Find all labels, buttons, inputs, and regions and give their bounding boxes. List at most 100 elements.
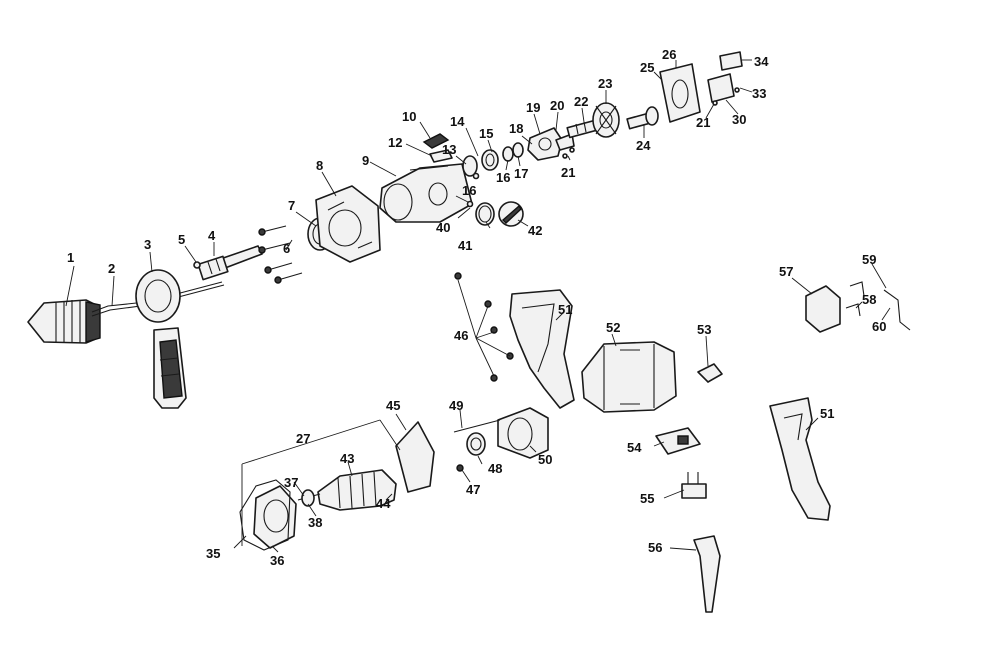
part-chuck bbox=[27, 299, 101, 344]
part-ring-41 bbox=[475, 202, 495, 226]
part-gear-box-cover-36 bbox=[253, 485, 297, 549]
label-21-right: 21 bbox=[696, 115, 710, 130]
part-clip-34 bbox=[719, 51, 743, 71]
label-56: 56 bbox=[648, 540, 662, 555]
label-55: 55 bbox=[640, 491, 654, 506]
part-carbon-brush-53 bbox=[697, 363, 723, 383]
parts-screws-46 bbox=[454, 272, 514, 382]
label-24: 24 bbox=[636, 138, 651, 153]
label-34: 34 bbox=[754, 54, 769, 69]
part-switch-54 bbox=[655, 427, 701, 455]
part-handle-half-51b bbox=[769, 397, 831, 521]
label-46: 46 bbox=[454, 328, 468, 343]
part-motor-housing-52 bbox=[581, 341, 677, 413]
label-30: 30 bbox=[732, 112, 746, 127]
label-16-upper: 16 bbox=[496, 170, 510, 185]
label-13: 13 bbox=[442, 142, 456, 157]
part-bearing-48 bbox=[466, 432, 486, 456]
parts-pins-21 bbox=[562, 87, 740, 159]
label-36: 36 bbox=[270, 553, 284, 568]
part-fan-baffle-45 bbox=[395, 421, 435, 493]
label-9: 9 bbox=[362, 153, 369, 168]
label-16-lower: 16 bbox=[462, 183, 476, 198]
label-40: 40 bbox=[436, 220, 450, 235]
label-41: 41 bbox=[458, 238, 472, 253]
label-17: 17 bbox=[514, 166, 528, 181]
label-49: 49 bbox=[449, 398, 463, 413]
part-gear-23 bbox=[592, 102, 620, 138]
label-43: 43 bbox=[340, 451, 354, 466]
part-side-handle bbox=[135, 269, 187, 409]
part-pinion-24 bbox=[626, 106, 659, 130]
label-18: 18 bbox=[509, 121, 523, 136]
label-25: 25 bbox=[640, 60, 654, 75]
parts-rings-13-17 bbox=[462, 142, 524, 180]
part-plate-12 bbox=[429, 149, 453, 163]
label-5: 5 bbox=[178, 232, 185, 247]
part-shaft-22 bbox=[566, 119, 598, 139]
label-19: 19 bbox=[526, 100, 540, 115]
label-42: 42 bbox=[528, 223, 542, 238]
label-8: 8 bbox=[316, 158, 323, 173]
part-bracket-30 bbox=[707, 73, 735, 103]
label-20: 20 bbox=[550, 98, 564, 113]
part-cord-56 bbox=[693, 535, 721, 613]
label-35: 35 bbox=[206, 546, 220, 561]
label-21-left: 21 bbox=[561, 165, 575, 180]
label-48: 48 bbox=[488, 461, 502, 476]
label-27: 27 bbox=[296, 431, 310, 446]
label-37: 37 bbox=[284, 475, 298, 490]
part-screws-6 bbox=[258, 225, 303, 284]
label-2: 2 bbox=[108, 261, 115, 276]
label-58: 58 bbox=[862, 292, 876, 307]
label-22: 22 bbox=[574, 94, 588, 109]
part-screw-49 bbox=[453, 419, 501, 433]
part-front-cover-8 bbox=[315, 185, 381, 263]
part-small-ball-40 bbox=[466, 200, 474, 208]
label-50: 50 bbox=[538, 452, 552, 467]
part-knob-42 bbox=[498, 201, 524, 227]
part-stator-50 bbox=[497, 407, 549, 459]
label-60: 60 bbox=[872, 319, 886, 334]
label-51-right: 51 bbox=[820, 406, 834, 421]
part-armature-43 bbox=[297, 469, 397, 511]
part-gasket-35 bbox=[239, 479, 291, 551]
label-44: 44 bbox=[376, 496, 391, 511]
label-12: 12 bbox=[388, 135, 402, 150]
part-plate-26 bbox=[659, 63, 701, 123]
label-47: 47 bbox=[466, 482, 480, 497]
part-spindle bbox=[197, 245, 263, 281]
part-lever-10 bbox=[422, 133, 450, 149]
label-57: 57 bbox=[779, 264, 793, 279]
label-10: 10 bbox=[402, 109, 416, 124]
parts-contacts-58-60 bbox=[845, 281, 911, 331]
label-51-left: 51 bbox=[558, 302, 572, 317]
part-gear-housing-9 bbox=[379, 163, 473, 223]
label-3: 3 bbox=[144, 237, 151, 252]
part-handle-half-51 bbox=[509, 289, 575, 409]
label-1: 1 bbox=[67, 250, 74, 265]
label-14: 14 bbox=[450, 114, 465, 129]
label-59: 59 bbox=[862, 252, 876, 267]
label-7: 7 bbox=[288, 198, 295, 213]
label-4: 4 bbox=[208, 228, 216, 243]
part-electronic-module-57 bbox=[805, 285, 841, 333]
part-capacitor-55 bbox=[681, 472, 707, 499]
part-screw-47 bbox=[456, 464, 464, 472]
label-33: 33 bbox=[752, 86, 766, 101]
part-number-labels: 1 2 3 5 4 6 7 8 9 10 12 13 14 15 16 16 1… bbox=[67, 47, 886, 568]
part-bearing-38 bbox=[301, 489, 315, 507]
label-53: 53 bbox=[697, 322, 711, 337]
part-depth-rod bbox=[91, 281, 225, 317]
leader-lines bbox=[65, 59, 891, 553]
label-54: 54 bbox=[627, 440, 642, 455]
label-26: 26 bbox=[662, 47, 676, 62]
label-52: 52 bbox=[606, 320, 620, 335]
part-small-ball-5 bbox=[193, 261, 201, 269]
label-23: 23 bbox=[598, 76, 612, 91]
label-15: 15 bbox=[479, 126, 493, 141]
label-45: 45 bbox=[386, 398, 400, 413]
label-6: 6 bbox=[283, 241, 290, 256]
